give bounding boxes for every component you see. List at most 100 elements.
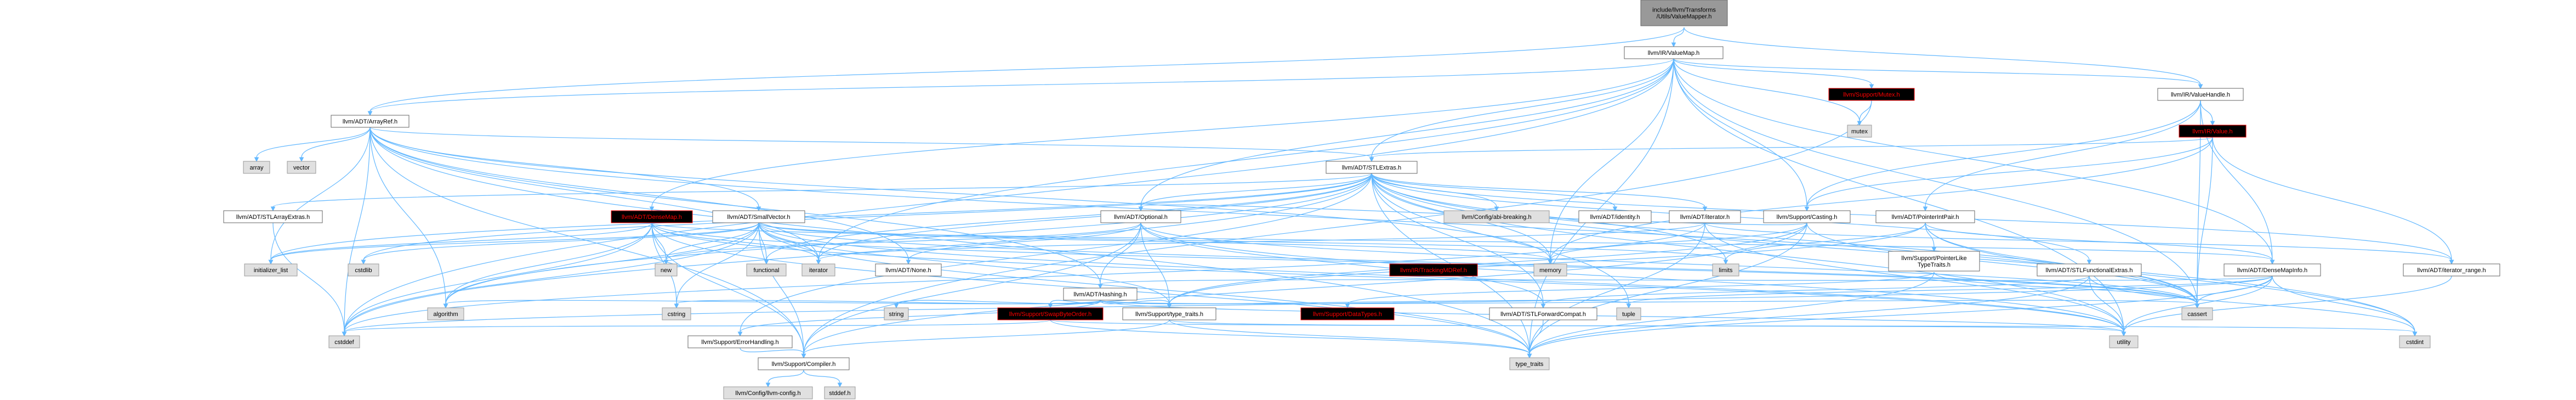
edge-densemapinfo-to-cassert (2194, 275, 2273, 309)
edge-pointerintpair-to-limits (1723, 222, 1926, 265)
node-identity[interactable]: llvm/ADT/identity.h (1578, 210, 1652, 223)
node-utility: utility (2109, 335, 2139, 348)
edge-arrowhead (1612, 206, 1618, 212)
edge-arrowhead (299, 157, 304, 162)
edge-arrowhead (2449, 260, 2454, 265)
node-smallvector[interactable]: llvm/ADT/SmallVector.h (712, 210, 805, 223)
node-stddef: stddef.h (824, 386, 856, 399)
node-densemapinfo[interactable]: llvm/ADT/DenseMapInfo.h (2224, 263, 2321, 277)
edge-arrowhead (1527, 353, 1532, 359)
node-stlarrayextras[interactable]: llvm/ADT/STLArrayExtras.h (223, 210, 323, 223)
node-label: utility (2117, 339, 2131, 346)
node-box (1100, 210, 1181, 223)
node-errorhandling[interactable]: llvm/Support/ErrorHandling.h (687, 335, 793, 348)
node-label: llvm/IR/ValueMap.h (1648, 50, 1700, 57)
edge-valuemap-to-valuehandle (1673, 58, 2203, 89)
node-label: llvm/Support/type_traits.h (1135, 311, 1203, 318)
node-compiler[interactable]: llvm/Support/Compiler.h (758, 357, 850, 370)
node-type_traits_h[interactable]: llvm/Support/type_traits.h (1122, 307, 1216, 320)
node-label: limits (1719, 267, 1733, 274)
edge-valuehandle-to-pointerintpair (1923, 100, 2201, 212)
node-box (2157, 88, 2244, 101)
edge-smallvector-to-cstddef (342, 222, 759, 337)
node-label: cstdlib (355, 267, 372, 274)
node-stlextras[interactable]: llvm/ADT/STLExtras.h (1326, 161, 1418, 174)
node-label: llvm/ADT/STLFunctionalExtras.h (2046, 267, 2133, 274)
node-tuple: tuple (1616, 307, 1641, 320)
node-label: llvm/ADT/iterator_range.h (2417, 267, 2486, 274)
node-box (801, 263, 835, 277)
node-label: algorithm (433, 311, 458, 318)
node-box (655, 263, 678, 277)
node-label: llvm/IR/Value.h (2192, 128, 2232, 135)
edge-arrowhead (1345, 303, 1350, 309)
node-label: llvm/Support/DataTypes.h (1313, 311, 1382, 318)
edge-arrowhead (1138, 206, 1144, 212)
node-box (1712, 263, 1739, 277)
node-cstddef: cstddef (328, 335, 360, 348)
node-box (223, 210, 323, 223)
node-valuehandle[interactable]: llvm/IR/ValueHandle.h (2157, 88, 2244, 101)
edge-arrayref-to-cstddef (342, 127, 371, 337)
node-hashing[interactable]: llvm/ADT/Hashing.h (1063, 288, 1138, 301)
node-box (662, 307, 691, 320)
edge-swapbyteorder-to-cstdint (1050, 319, 2418, 337)
edge-hashing-to-cstring (674, 300, 1101, 309)
node-irvalue[interactable]: llvm/IR/Value.h (2179, 125, 2247, 138)
node-box (1389, 263, 1478, 277)
node-label: llvm/ADT/identity.h (1590, 214, 1640, 221)
node-box (1533, 263, 1567, 277)
node-none[interactable]: llvm/ADT/None.h (875, 263, 942, 277)
node-box (2224, 263, 2321, 277)
edge-irvalue-to-casting (1804, 137, 2213, 212)
edge-stlextras-to-abibreaking (1371, 173, 1499, 212)
node-box (875, 263, 942, 277)
node-label: cstdint (2406, 339, 2424, 346)
edge-arrowhead (674, 303, 679, 309)
node-memory: memory (1533, 263, 1567, 277)
node-stlfunctionalextras[interactable]: llvm/ADT/STLFunctionalExtras.h (2037, 263, 2142, 277)
edge-arrowhead (2412, 331, 2418, 337)
node-iterator: iterator (801, 263, 835, 277)
node-box (611, 210, 693, 223)
node-valuemap[interactable]: llvm/IR/ValueMap.h (1624, 46, 1724, 59)
node-label: array (249, 165, 264, 171)
node-label: tuple (1622, 311, 1635, 318)
node-mutex_h[interactable]: llvm/Support/Mutex.h (1828, 88, 1915, 101)
node-label: cassert (2187, 311, 2207, 318)
node-arrayref[interactable]: llvm/ADT/ArrayRef.h (331, 115, 410, 128)
edge-stlextras-to-cstddef (342, 173, 1372, 337)
node-box (1578, 210, 1652, 223)
node-label: llvm/ADT/DenseMapInfo.h (2237, 267, 2307, 274)
node-adtiterator[interactable]: llvm/ADT/iterator.h (1669, 210, 1741, 223)
node-root[interactable]: include/llvm/Transforms/Utils/ValueMappe… (1640, 0, 1728, 26)
node-pointerintpair[interactable]: llvm/ADT/PointerIntPair.h (1875, 210, 1975, 223)
edge-smallvector-to-algorithm (443, 222, 759, 309)
node-densemap[interactable]: llvm/ADT/DenseMap.h (611, 210, 693, 223)
edge-irvalue-to-stlextras (1369, 137, 2213, 162)
node-box (1847, 125, 1872, 138)
node-cstdint: cstdint (2399, 335, 2431, 348)
node-datatypes[interactable]: llvm/Support/DataTypes.h (1300, 307, 1395, 320)
node-llvmconfig: llvm/Config/llvm-config.h (723, 386, 813, 399)
edge-densemapinfo-to-cstdint (2272, 275, 2418, 337)
node-casting[interactable]: llvm/Support/Casting.h (1763, 210, 1851, 223)
node-label: llvm/ADT/STLExtras.h (1342, 165, 1401, 171)
edge-arrowhead (1804, 206, 1810, 212)
edge-arrowhead (361, 260, 366, 265)
node-box (824, 386, 856, 399)
node-optional[interactable]: llvm/ADT/Optional.h (1100, 210, 1181, 223)
node-iterator_range[interactable]: llvm/ADT/iterator_range.h (2403, 263, 2500, 277)
node-algorithm: algorithm (427, 307, 464, 320)
node-stlforwardcompat[interactable]: llvm/ADT/STLForwardCompat.h (1489, 307, 1597, 320)
node-label: mutex (1851, 128, 1868, 135)
node-box (2403, 263, 2500, 277)
node-trackingmdref[interactable]: llvm/IR/TrackingMDRef.h (1389, 263, 1478, 277)
node-box (1640, 0, 1728, 26)
node-label: llvm/IR/ValueHandle.h (2171, 92, 2230, 98)
edge-arrowhead (2210, 121, 2215, 126)
edge-hashing-to-cassert (1100, 300, 2200, 309)
node-swapbyteorder[interactable]: llvm/Support/SwapByteOrder.h (997, 307, 1104, 320)
